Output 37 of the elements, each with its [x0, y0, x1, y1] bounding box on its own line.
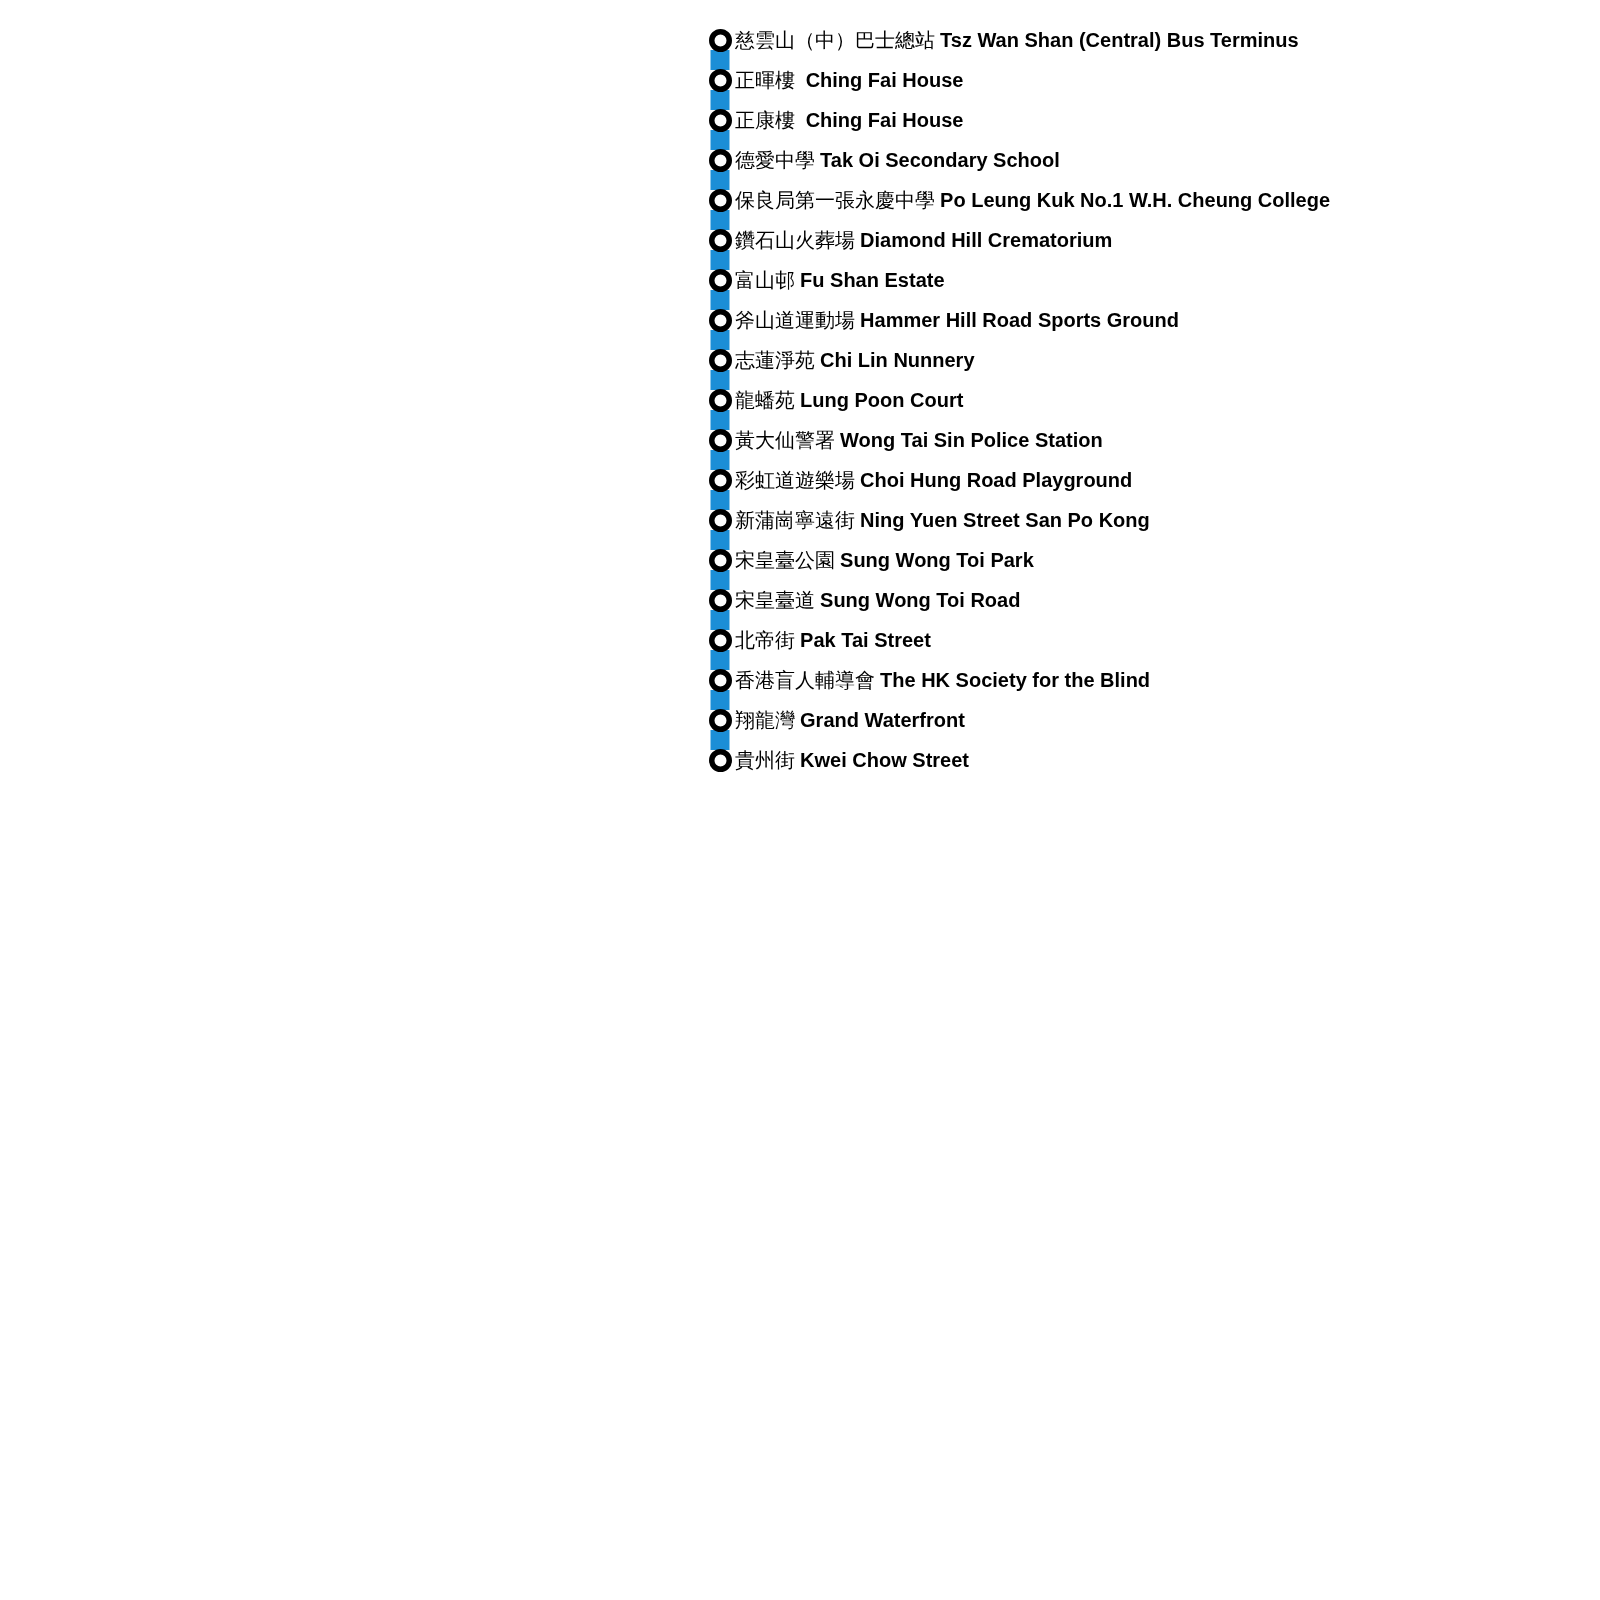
route-line [710, 610, 730, 630]
stop-name: 保良局第一張永慶中學 Po Leung Kuk No.1 W.H. Cheung College [734, 188, 1331, 212]
route-line [710, 90, 730, 110]
stop-name: 龍蟠苑 Lung Poon Court [734, 388, 964, 412]
route-line [710, 170, 730, 190]
stop-name: 新蒲崗寧遠街 Ning Yuen Street San Po Kong [734, 508, 1150, 532]
stop-name: 彩虹道遊樂場 Choi Hung Road Playground [734, 468, 1133, 492]
route-line [710, 530, 730, 550]
stop-name: 德愛中學 Tak Oi Secondary School [734, 148, 1060, 172]
stop-name: 正康樓 Ching Fai House [734, 108, 964, 132]
stop-name: 斧山道運動場 Hammer Hill Road Sports Ground [734, 308, 1179, 332]
stop-name: 慈雲山（中）巴士總站 Tsz Wan Shan (Central) Bus Terminus [734, 28, 1299, 52]
route-line [710, 250, 730, 270]
route-line [710, 370, 730, 390]
route-line [710, 290, 730, 310]
route-line [710, 330, 730, 350]
route-line [710, 690, 730, 710]
route-line [710, 450, 730, 470]
stop-name: 黃大仙警署 Wong Tai Sin Police Station [734, 428, 1103, 452]
stop-name: 北帝街 Pak Tai Street [734, 628, 931, 652]
route-line [710, 410, 730, 430]
route-line [710, 490, 730, 510]
route-line [710, 650, 730, 670]
route-line [710, 130, 730, 150]
stop-name: 宋皇臺道 Sung Wong Toi Road [734, 588, 1021, 612]
route-line [710, 730, 730, 750]
route-line [710, 570, 730, 590]
route-line [710, 210, 730, 230]
stop-name: 香港盲人輔導會 The HK Society for the Blind [734, 668, 1151, 692]
stop-name: 鑽石山火葬場 Diamond Hill Crematorium [734, 228, 1113, 252]
stop-name: 志蓮淨苑 Chi Lin Nunnery [734, 348, 975, 372]
stop-name: 宋皇臺公園 Sung Wong Toi Park [734, 548, 1034, 572]
stop-name: 富山邨 Fu Shan Estate [734, 268, 945, 292]
route-line [710, 50, 730, 70]
stop-name: 貴州街 Kwei Chow Street [734, 748, 969, 772]
stop-name: 翔龍灣 Grand Waterfront [734, 708, 965, 732]
stop-name: 正暉樓 Ching Fai House [734, 68, 964, 92]
